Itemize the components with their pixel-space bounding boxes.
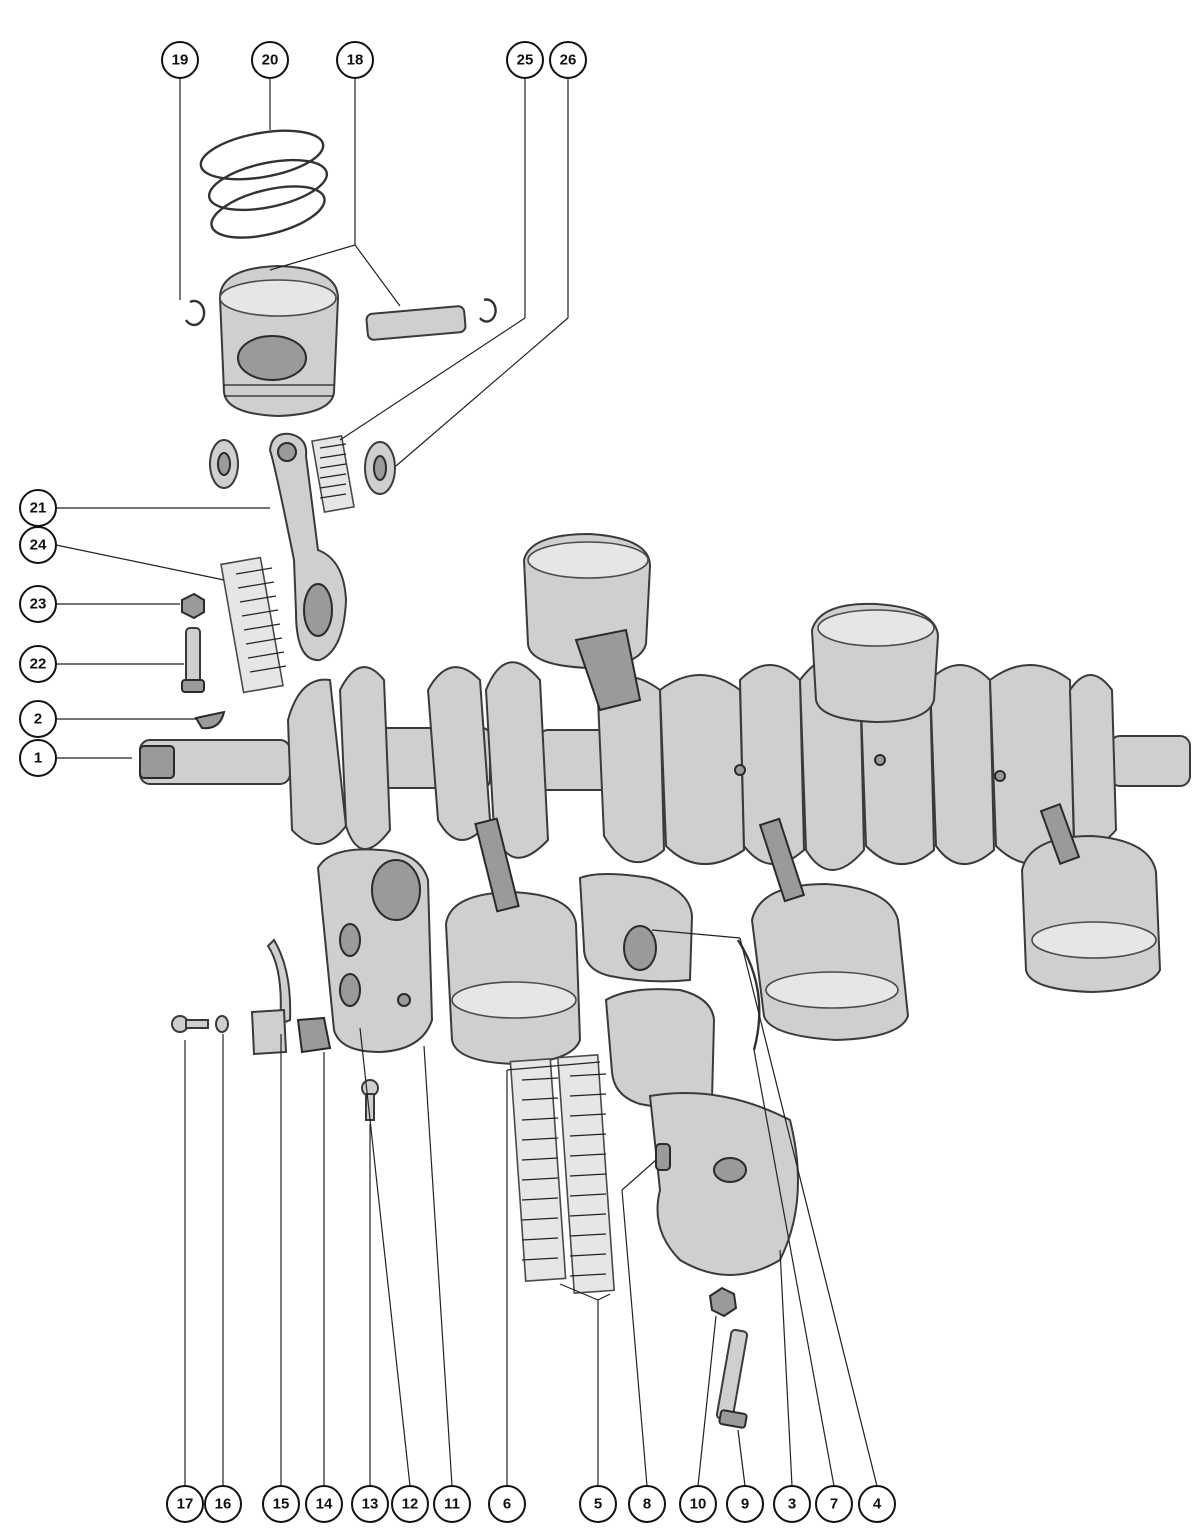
screw-left [171, 1015, 209, 1033]
callout-label: 19 [172, 52, 189, 69]
seal-block [250, 1008, 288, 1056]
assembled-piston-lower-right-1 [750, 817, 910, 1042]
callout-24: 24 [19, 526, 57, 564]
woodruff-key [194, 710, 226, 730]
callout-label: 23 [30, 596, 47, 613]
callout-7: 7 [815, 1485, 853, 1523]
callout-17: 17 [166, 1485, 204, 1523]
callout-label: 25 [517, 52, 534, 69]
callout-21: 21 [19, 489, 57, 527]
callout-label: 12 [402, 1496, 419, 1513]
callout-label: 22 [30, 656, 47, 673]
piston-pin-lock-ring-right [479, 298, 497, 323]
callout-label: 21 [30, 500, 47, 517]
callout-label: 13 [362, 1496, 379, 1513]
callout-label: 4 [873, 1496, 882, 1513]
callout-label: 7 [830, 1496, 838, 1513]
callout-18: 18 [336, 41, 374, 79]
callout-13: 13 [351, 1485, 389, 1523]
needle-bearing-strip-1 [509, 1058, 567, 1282]
bearing-race-upper [578, 873, 694, 983]
crankshaft [139, 656, 1191, 871]
callout-label: 8 [643, 1496, 651, 1513]
callout-14: 14 [305, 1485, 343, 1523]
callout-22: 22 [19, 645, 57, 683]
cap-nut [708, 1286, 738, 1318]
callout-2: 2 [19, 700, 57, 738]
piston-pin-lock-ring-left [184, 299, 206, 327]
callout-label: 20 [262, 52, 279, 69]
assembled-piston-lower-right-2 [1020, 802, 1162, 994]
callout-label: 24 [30, 537, 47, 554]
callout-label: 10 [690, 1496, 707, 1513]
needle-bearing-small [311, 435, 355, 513]
callout-label: 14 [316, 1496, 333, 1513]
callout-15: 15 [262, 1485, 300, 1523]
seal-pad [296, 1016, 332, 1054]
washer-left [209, 439, 239, 489]
callout-11: 11 [433, 1485, 471, 1523]
housing-screw [361, 1079, 379, 1121]
callout-9: 9 [726, 1485, 764, 1523]
callout-20: 20 [251, 41, 289, 79]
rod-nut [181, 592, 205, 620]
assembled-piston-lower-middle [444, 817, 582, 1066]
callout-5: 5 [579, 1485, 617, 1523]
callout-label: 26 [560, 52, 577, 69]
callout-label: 1 [34, 750, 42, 767]
callout-label: 3 [788, 1496, 796, 1513]
rod-bolt [181, 627, 205, 693]
needle-bearing-strip-2 [556, 1054, 616, 1294]
washer-right [364, 441, 396, 495]
callout-label: 9 [741, 1496, 749, 1513]
assembled-piston-upper-right [810, 602, 940, 724]
callout-8: 8 [628, 1485, 666, 1523]
callout-label: 2 [34, 711, 42, 728]
callout-23: 23 [19, 585, 57, 623]
callout-label: 18 [347, 52, 364, 69]
callout-1: 1 [19, 739, 57, 777]
callout-25: 25 [506, 41, 544, 79]
cap-bolt [715, 1328, 749, 1429]
piston-top [218, 264, 340, 418]
dowel-pin [655, 1143, 671, 1171]
callout-19: 19 [161, 41, 199, 79]
callout-3: 3 [773, 1485, 811, 1523]
callout-6: 6 [488, 1485, 526, 1523]
washer-small-left [215, 1015, 229, 1033]
callout-label: 15 [273, 1496, 290, 1513]
piston-ring-set [199, 129, 329, 239]
piston-pin [365, 305, 467, 341]
needle-bearing-rod [220, 556, 287, 694]
bearing-race-lower [604, 988, 716, 1109]
callout-10: 10 [679, 1485, 717, 1523]
callout-4: 4 [858, 1485, 896, 1523]
callout-label: 6 [503, 1496, 511, 1513]
callout-26: 26 [549, 41, 587, 79]
end-cap-housing [316, 848, 434, 1054]
connecting-rod [268, 432, 348, 662]
callout-16: 16 [204, 1485, 242, 1523]
callout-12: 12 [391, 1485, 429, 1523]
main-bearing-cap [648, 1092, 799, 1276]
callout-label: 17 [177, 1496, 194, 1513]
callout-label: 5 [594, 1496, 602, 1513]
callout-label: 11 [444, 1496, 460, 1513]
assembled-piston-upper-left [522, 532, 652, 712]
callout-label: 16 [215, 1496, 232, 1513]
retaining-ring [736, 939, 761, 1051]
leader-lines [55, 78, 878, 1487]
